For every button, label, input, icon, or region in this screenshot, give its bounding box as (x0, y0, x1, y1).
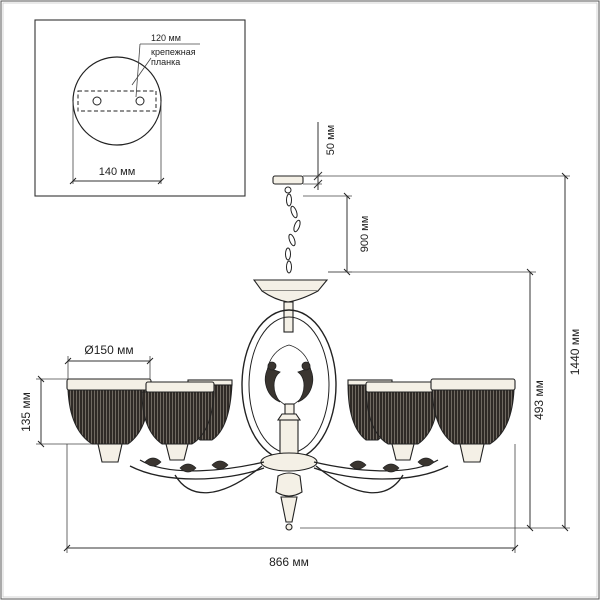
chain-length-label: 900 мм (359, 216, 371, 253)
stem-collar (276, 413, 302, 421)
bottom-finial (280, 496, 298, 523)
shade-far-right (431, 389, 515, 445)
total-height-label: 1440 мм (568, 329, 582, 376)
ceiling-plate (72, 56, 162, 146)
page-border-inner (2, 2, 598, 598)
shade-diameter-dimension: Ø150 мм (64, 343, 154, 379)
shade-far-left-rim (66, 378, 152, 391)
spacing-leader (135, 43, 141, 98)
chandelier-drawing (66, 175, 516, 531)
shade-diameter-label: Ø150 мм (84, 343, 133, 357)
stem-finial (284, 403, 295, 415)
plate-width-label: 140 мм (99, 166, 136, 178)
total-height-dimension: 1440 мм (303, 172, 582, 532)
body-height-label: 493 мм (532, 380, 546, 420)
bracket-leader (131, 57, 152, 86)
shade-height-dimension: 135 мм (19, 375, 92, 448)
shade-far-right-rim (430, 378, 516, 391)
mounting-bracket (77, 90, 157, 112)
total-width-label: 866 мм (269, 555, 309, 569)
central-stem (279, 419, 299, 457)
bracket-hole-left (92, 96, 102, 106)
shade-height-label: 135 мм (19, 392, 33, 432)
bracket-label-line1: крепежная (151, 47, 196, 57)
socket-far-left (97, 443, 123, 463)
arms (129, 459, 449, 494)
center-hub (260, 452, 318, 472)
shade-right-rim (365, 381, 435, 393)
canopy-height-dimension: 50 мм (303, 122, 337, 190)
canopy-hook (284, 186, 292, 194)
bracket-label-line2: планка (151, 57, 180, 67)
shades-front (66, 378, 516, 463)
shade-left (141, 391, 215, 445)
socket-right (391, 443, 415, 461)
spacing-label: 120 мм (151, 33, 181, 43)
bottom-knob (285, 523, 293, 531)
bracket-hole-right (135, 96, 145, 106)
chain-length-dimension: 900 мм (303, 192, 371, 276)
shade-far-left (67, 389, 151, 445)
top-cup-bottom (261, 290, 319, 303)
top-cup (252, 279, 329, 292)
body-height-dimension: 493 мм (300, 268, 546, 532)
ceiling-canopy (272, 175, 304, 185)
scroll-ornament (264, 344, 314, 413)
socket-left (165, 443, 189, 461)
canopy-height-label: 50 мм (325, 125, 337, 155)
socket-far-right (459, 443, 485, 463)
suspension-chain (285, 193, 301, 274)
arm-leaf-ornaments (144, 457, 435, 473)
total-width-dimension: 866 мм (63, 444, 519, 569)
mount-detail-box: 140 мм 120 мм крепежная планка (34, 19, 246, 197)
lower-bowl (275, 472, 303, 497)
shade-left-rim (145, 381, 215, 393)
